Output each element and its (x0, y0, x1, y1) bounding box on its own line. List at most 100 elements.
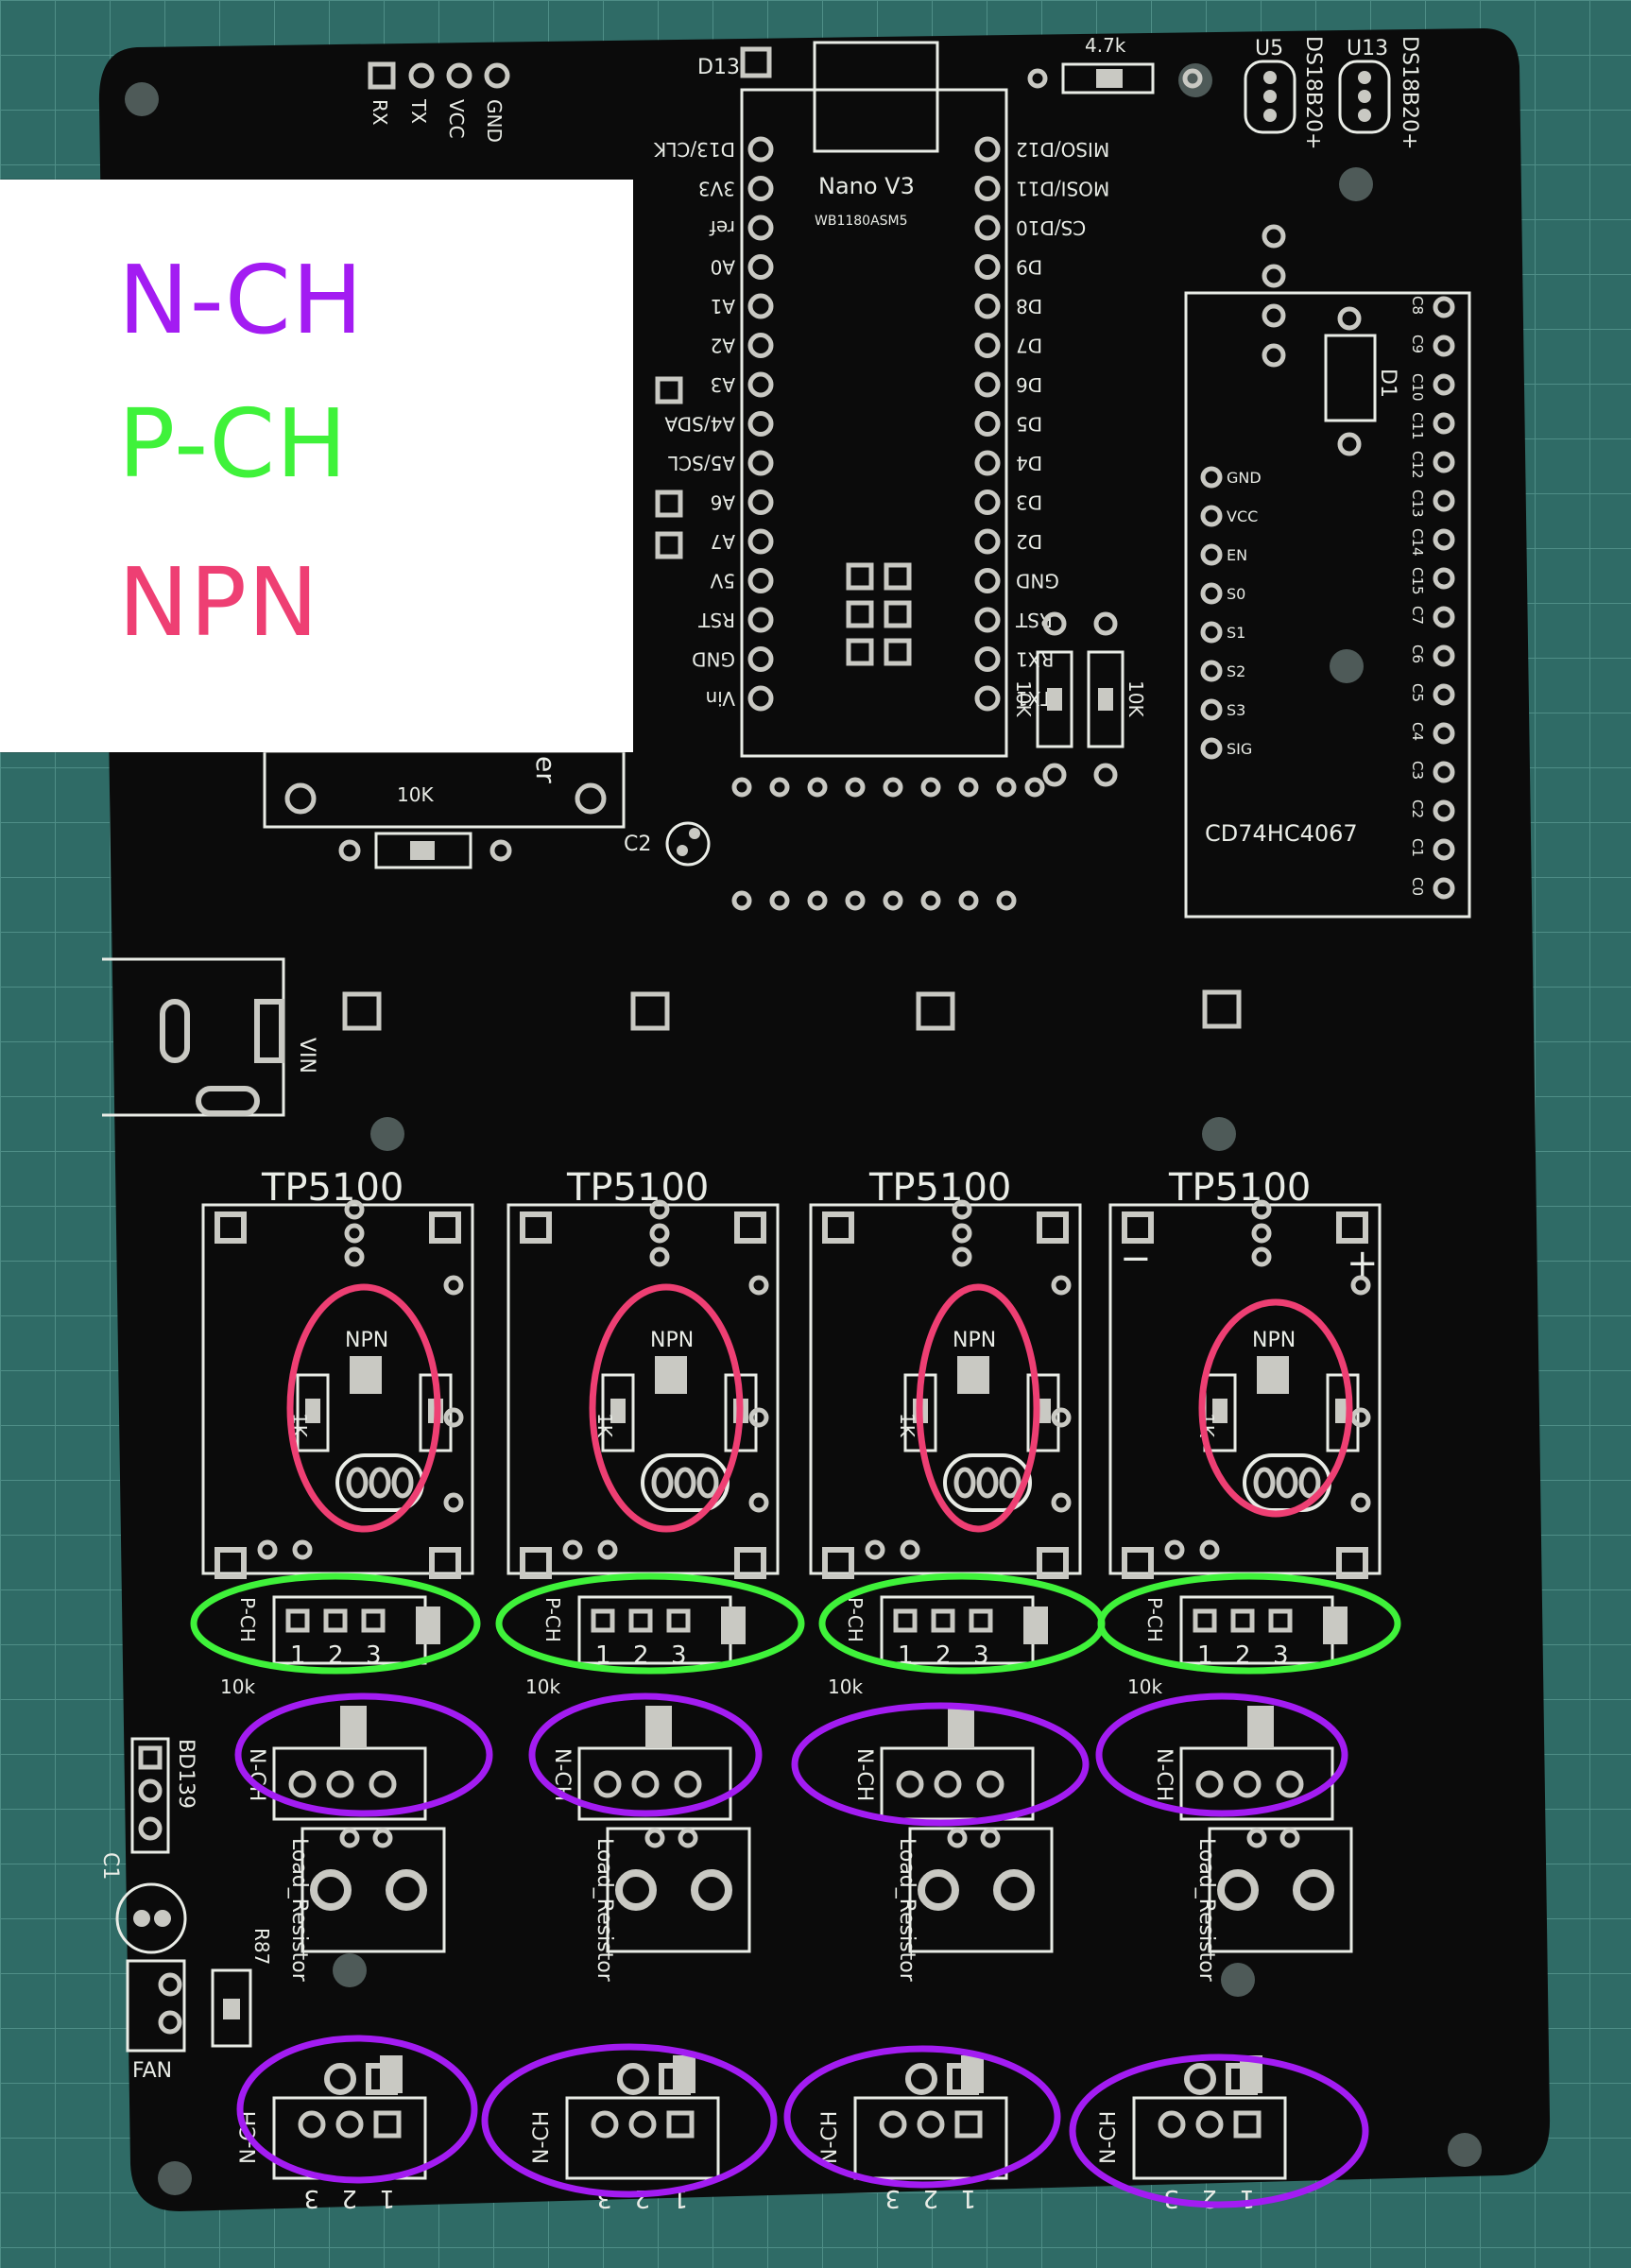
mux-pin-label: C6 (1409, 644, 1426, 663)
serial-header: RX TX VCC GND (368, 61, 510, 143)
icsp-pad (884, 638, 912, 666)
nano-pin-label: 5V (710, 570, 735, 593)
mounting-hole (370, 1117, 404, 1151)
mounting-hole (125, 82, 159, 116)
mounting-hole (1448, 2133, 1482, 2167)
mux-pad (1433, 761, 1455, 783)
mux-pad (1433, 490, 1455, 512)
label-fan: FAN (132, 2059, 172, 2083)
nano-pin-label: RST (697, 609, 735, 631)
mux-pad (1433, 683, 1455, 706)
header-pin-rx: RX (369, 99, 391, 126)
pin-number: 2 (633, 1641, 649, 1670)
nano-pad (974, 411, 1001, 437)
mux-pad (1433, 838, 1455, 861)
tp5100-title: TP5100 (566, 1166, 709, 1210)
mux-pin-label: EN (1227, 546, 1247, 564)
pin-number: 1 (1197, 1641, 1213, 1670)
pin-number: 1 (960, 2184, 976, 2212)
pin-number: 2 (936, 1641, 952, 1670)
nano-pin-label: A4/SDA (664, 413, 735, 436)
nano-pad (747, 176, 774, 201)
label-nano: Nano V3 (818, 173, 915, 199)
jumper-pad (655, 490, 683, 518)
label-10k-a: 10K (1012, 680, 1035, 717)
bottom-nch-label: N-CH (530, 2111, 554, 2164)
label-10k-b: 10K (1125, 680, 1147, 717)
label-mux: CD74HC4067 (1205, 820, 1358, 847)
nch-ring (236, 2035, 478, 2184)
mux-pad (1433, 722, 1455, 745)
nch-label: N-CH (852, 1748, 876, 1801)
nano-pin-label: D2 (1016, 530, 1042, 553)
nano-pin-label: A3 (711, 373, 735, 396)
icsp-pad (846, 562, 874, 591)
pin-number: 3 (1273, 1641, 1289, 1670)
mux-footprint: D1 CD74HC4067 (1184, 291, 1471, 919)
nch-ring (481, 2043, 778, 2198)
pin-number: 1 (898, 1641, 914, 1670)
nano-pad (747, 411, 774, 437)
nano-pin-label: GND (1016, 570, 1059, 593)
pin-number: 1 (290, 1641, 306, 1670)
pin-number: 2 (328, 1641, 344, 1670)
nano-pin-label: D5 (1016, 413, 1042, 436)
npn-label: NPN (345, 1329, 388, 1352)
mux-pad (1200, 698, 1223, 721)
legend-npn: NPN (118, 547, 319, 658)
nano-pin-label: 3V3 (698, 178, 735, 200)
pin-number: 3 (303, 2184, 319, 2212)
nano-pad (747, 646, 774, 672)
mounting-hole (1202, 1117, 1236, 1151)
mux-pad (1433, 412, 1455, 435)
jumper-pad (655, 376, 683, 404)
pin-number: 3 (973, 1641, 989, 1670)
mux-pad (1200, 660, 1223, 682)
label-d13: D13 (697, 56, 740, 79)
res-1k-label: 1K (896, 1413, 919, 1438)
annotation-rings (190, 1283, 1401, 2208)
sensor-ds18b20-u13: U13 DS18B20+ (1338, 36, 1421, 149)
nano-pad (747, 333, 774, 358)
nano-pin-label: D8 (1016, 295, 1042, 318)
mux-pin-label: C7 (1409, 606, 1426, 625)
pch-label: P-CH (844, 1597, 867, 1642)
mux-pin-label: S1 (1227, 624, 1245, 642)
label-u5: U5 (1255, 37, 1283, 60)
mux-pin-label: S2 (1227, 662, 1245, 680)
nano-pad (747, 607, 774, 633)
mux-pin-label: C9 (1409, 335, 1426, 353)
nano-pin-label: A0 (711, 256, 735, 279)
aux-header (1262, 224, 1286, 368)
mux-pad (1433, 567, 1455, 590)
res-10k-label: 10k (828, 1675, 863, 1698)
nano-pin-label: A6 (711, 491, 735, 514)
nano-pad (974, 333, 1001, 358)
nano-bottom-pads (731, 777, 1045, 911)
mux-pin-label: C4 (1409, 722, 1426, 741)
mux-pin-label: C14 (1409, 528, 1426, 557)
nano-pin-label: A7 (711, 530, 735, 553)
label-ds18b20-a: DS18B20+ (1301, 36, 1325, 149)
left-bottom-components: BD139 C1 FAN R87 (98, 1737, 273, 2083)
mux-pad (1433, 606, 1455, 628)
icsp-pad (846, 600, 874, 628)
nch-ring (234, 1692, 493, 1817)
pin-number: 2 (922, 2184, 938, 2212)
resistors-10k-pair: 10K 10K (1012, 611, 1147, 787)
pin-number: 2 (341, 2184, 357, 2212)
mounting-hole (1330, 649, 1364, 683)
nano-pin-label: D9 (1016, 256, 1042, 279)
mux-pin-label: C10 (1409, 373, 1426, 402)
mux-pin-label: S0 (1227, 585, 1245, 603)
nch-ring (783, 2045, 1061, 2189)
nano-pin-label: A1 (711, 295, 735, 318)
nano-pad (974, 490, 1001, 515)
nano-pad (974, 371, 1001, 398)
nano-pin-label: MISO/D12 (1016, 138, 1109, 161)
